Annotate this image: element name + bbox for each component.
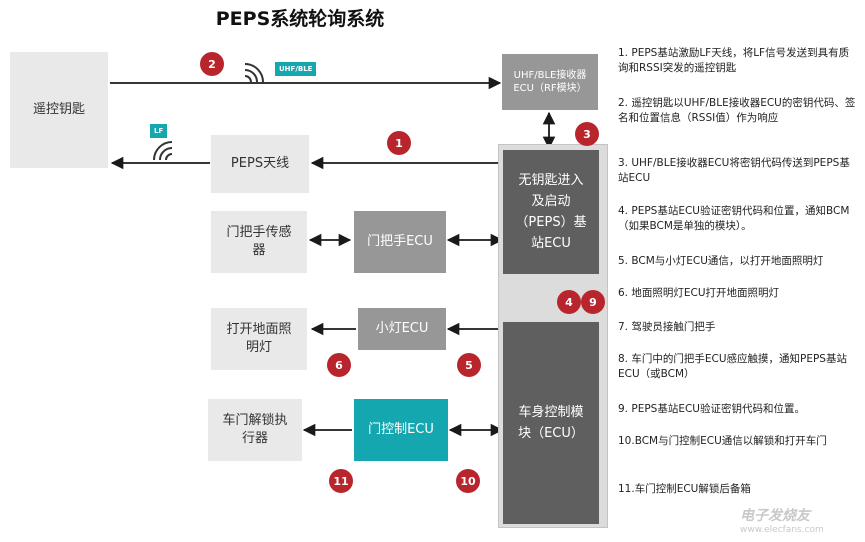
step-item: 8. 车门中的门把手ECU感应触摸，通知PEPS基站ECU（或BCM） <box>618 353 847 380</box>
door-handle-ecu-label: 门把手ECU <box>367 234 433 249</box>
watermark: 电子发烧友 www.elecfans.com <box>740 505 824 535</box>
peps-antenna-box: PEPS天线 <box>211 135 309 193</box>
door-handle-sensor-box: 门把手传感器 <box>211 211 307 273</box>
step-item: 3. UHF/BLE接收器ECU将密钥代码传送到PEPS基站ECU <box>618 157 850 184</box>
step-item: 4. PEPS基站ECU验证密钥代码和位置，通知BCM（如果BCM是单独的模块）… <box>618 205 850 232</box>
peps-base-ecu-box: 无钥匙进入及启动（PEPS）基站ECU <box>503 150 599 274</box>
step-badge: 4 <box>557 290 581 314</box>
watermark-url: www.elecfans.com <box>740 525 824 535</box>
body-control-module-box: 车身控制模块（ECU） <box>503 322 599 524</box>
step-badge: 1 <box>387 131 411 155</box>
door-handle-sensor-label: 门把手传感器 <box>226 225 292 258</box>
key-fob-box: 遥控钥匙 <box>10 52 108 168</box>
step-badge: 5 <box>457 353 481 377</box>
wireless-signal-icon <box>153 141 173 161</box>
wireless-signal-icon <box>244 63 264 83</box>
door-control-ecu-label: 门控制ECU <box>368 422 434 437</box>
step-item: 5. BCM与小灯ECU通信，以打开地面照明灯 <box>618 255 824 267</box>
step-badge: 2 <box>200 52 224 76</box>
step-badge: 3 <box>575 122 599 146</box>
uhf-ble-receiver-ecu-label: UHF/BLE接收器ECU（RF模块） <box>513 70 587 94</box>
step-badge: 10 <box>456 469 480 493</box>
step-item: 6. 地面照明灯ECU打开地面照明灯 <box>618 287 780 299</box>
step-item: 7. 驾驶员接触门把手 <box>618 321 716 333</box>
watermark-text: 电子发烧友 <box>740 508 810 524</box>
key-fob-label: 遥控钥匙 <box>32 102 85 117</box>
ground-light-label: 打开地面照明灯 <box>226 322 292 355</box>
light-ecu-box: 小灯ECU <box>358 308 446 350</box>
uhf-ble-tag: UHF/BLE <box>275 62 317 76</box>
ground-light-box: 打开地面照明灯 <box>211 308 307 370</box>
uhf-ble-receiver-ecu-box: UHF/BLE接收器ECU（RF模块） <box>502 54 598 110</box>
door-unlock-actuator-box: 车门解锁执行器 <box>208 399 302 461</box>
diagram-title: PEPS系统轮询系统 <box>215 8 385 30</box>
step-item: 11.车门控制ECU解锁后备箱 <box>618 483 751 495</box>
step-badge: 6 <box>327 353 351 377</box>
door-control-ecu-box: 门控制ECU <box>354 399 448 461</box>
step-badge: 9 <box>581 290 605 314</box>
step-item: 2. 遥控钥匙以UHF/BLE接收器ECU的密钥代码、签名和位置信息（RSSI值… <box>618 97 856 124</box>
peps-antenna-label: PEPS天线 <box>230 156 290 171</box>
step-item: 9. PEPS基站ECU验证密钥代码和位置。 <box>618 403 805 415</box>
peps-base-ecu-label: 无钥匙进入及启动（PEPS）基站ECU <box>515 173 587 251</box>
door-handle-ecu-box: 门把手ECU <box>354 211 446 273</box>
step-item: 1. PEPS基站激励LF天线，将LF信号发送到具有质询和RSSI突发的遥控钥匙 <box>618 47 850 74</box>
body-control-module-label: 车身控制模块（ECU） <box>518 405 584 441</box>
lf-tag: LF <box>150 124 168 138</box>
light-ecu-label: 小灯ECU <box>375 321 429 336</box>
step-item: 10.BCM与门控制ECU通信以解锁和打开车门 <box>618 435 827 447</box>
door-unlock-actuator-label: 车门解锁执行器 <box>222 413 288 446</box>
step-badge: 11 <box>329 469 353 493</box>
